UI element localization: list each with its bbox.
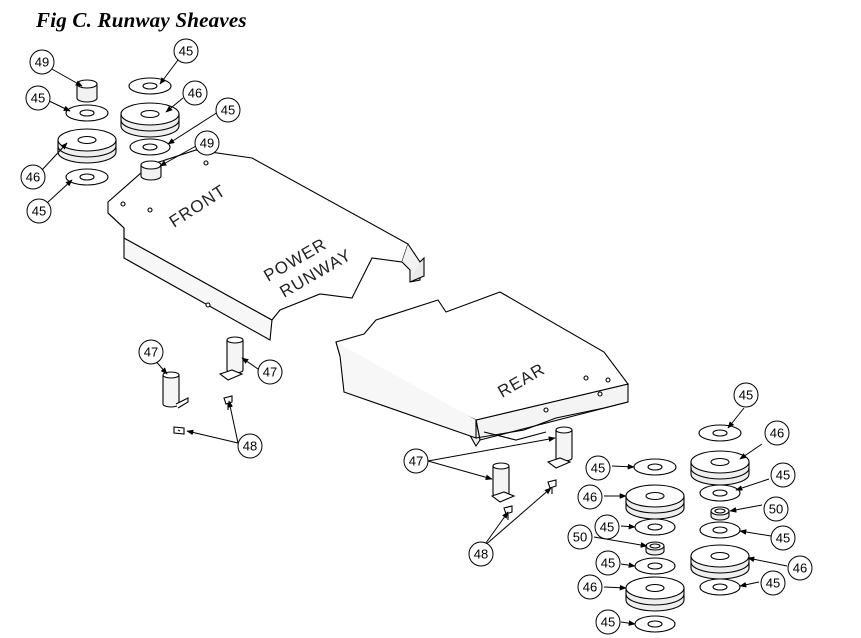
- callout-48: 48: [243, 439, 257, 454]
- figure-title: Fig C. Runway Sheaves: [36, 8, 247, 32]
- callout-47: 47: [263, 365, 277, 380]
- callout-45: 45: [591, 461, 605, 476]
- bolt-48d: [547, 479, 557, 494]
- upper-middle-sheave-stack: [120, 77, 180, 181]
- washer-45j: [699, 484, 741, 502]
- washer-45b: [65, 168, 109, 186]
- callout-45: 45: [32, 204, 46, 219]
- washer-45d: [129, 138, 171, 156]
- callout-45: 45: [600, 520, 614, 535]
- washer-45g: [634, 557, 676, 575]
- bushing-49a: [76, 79, 98, 103]
- pin-47a: [162, 371, 189, 409]
- spacer-50b: [710, 506, 730, 521]
- callout-45: 45: [601, 615, 615, 630]
- callout-47: 47: [409, 454, 423, 469]
- spacer-50a: [645, 541, 665, 556]
- callout-45: 45: [221, 103, 235, 118]
- callout-46: 46: [583, 490, 597, 505]
- callout-46: 46: [793, 561, 807, 576]
- lower-middle-sheave-stack: [625, 458, 685, 633]
- callout-46: 46: [188, 86, 202, 101]
- upper-left-sheave-stack: [57, 79, 117, 186]
- sheave-46e: [690, 450, 750, 486]
- callout-45: 45: [776, 468, 790, 483]
- pin-47c: [490, 462, 516, 503]
- washer-45a: [65, 104, 109, 122]
- bolt-48c: [503, 505, 513, 520]
- callout-45: 45: [31, 91, 45, 106]
- sheave-46b: [120, 102, 180, 138]
- callout-48: 48: [474, 547, 488, 562]
- rear-runway-plate: [335, 291, 629, 448]
- callout-45: 45: [601, 556, 615, 571]
- sheave-46a: [57, 128, 117, 164]
- callout-labels: 49 45 46 45 45 46 45 49 47 47 48 47 48 4…: [26, 44, 807, 630]
- callout-45: 45: [179, 44, 193, 59]
- bolt-48a: [173, 426, 185, 435]
- callout-46: 46: [770, 426, 784, 441]
- callout-46: 46: [26, 170, 40, 185]
- sheave-46c: [625, 484, 685, 520]
- callout-46: 46: [583, 580, 597, 595]
- callout-49: 49: [200, 136, 214, 151]
- washer-45i: [698, 424, 742, 442]
- washer-45f: [634, 518, 676, 536]
- washer-45k: [699, 521, 741, 539]
- pin-47d: [546, 426, 573, 469]
- bushing-49b: [140, 160, 162, 181]
- lower-right-sheave-stack: [690, 424, 750, 596]
- callout-45: 45: [776, 531, 790, 546]
- washer-45h: [634, 615, 676, 633]
- washer-45e: [633, 458, 677, 476]
- callout-50: 50: [769, 502, 783, 517]
- callout-45: 45: [766, 576, 780, 591]
- washer-45l: [699, 578, 741, 596]
- sheave-46d: [625, 576, 685, 612]
- washer-45c: [128, 77, 172, 95]
- callouts: [20, 38, 813, 635]
- callout-45: 45: [739, 388, 753, 403]
- callout-49: 49: [35, 55, 49, 70]
- callout-50: 50: [573, 530, 587, 545]
- pin-47b: [218, 336, 244, 381]
- callout-47: 47: [144, 345, 158, 360]
- sheave-46f: [690, 544, 750, 580]
